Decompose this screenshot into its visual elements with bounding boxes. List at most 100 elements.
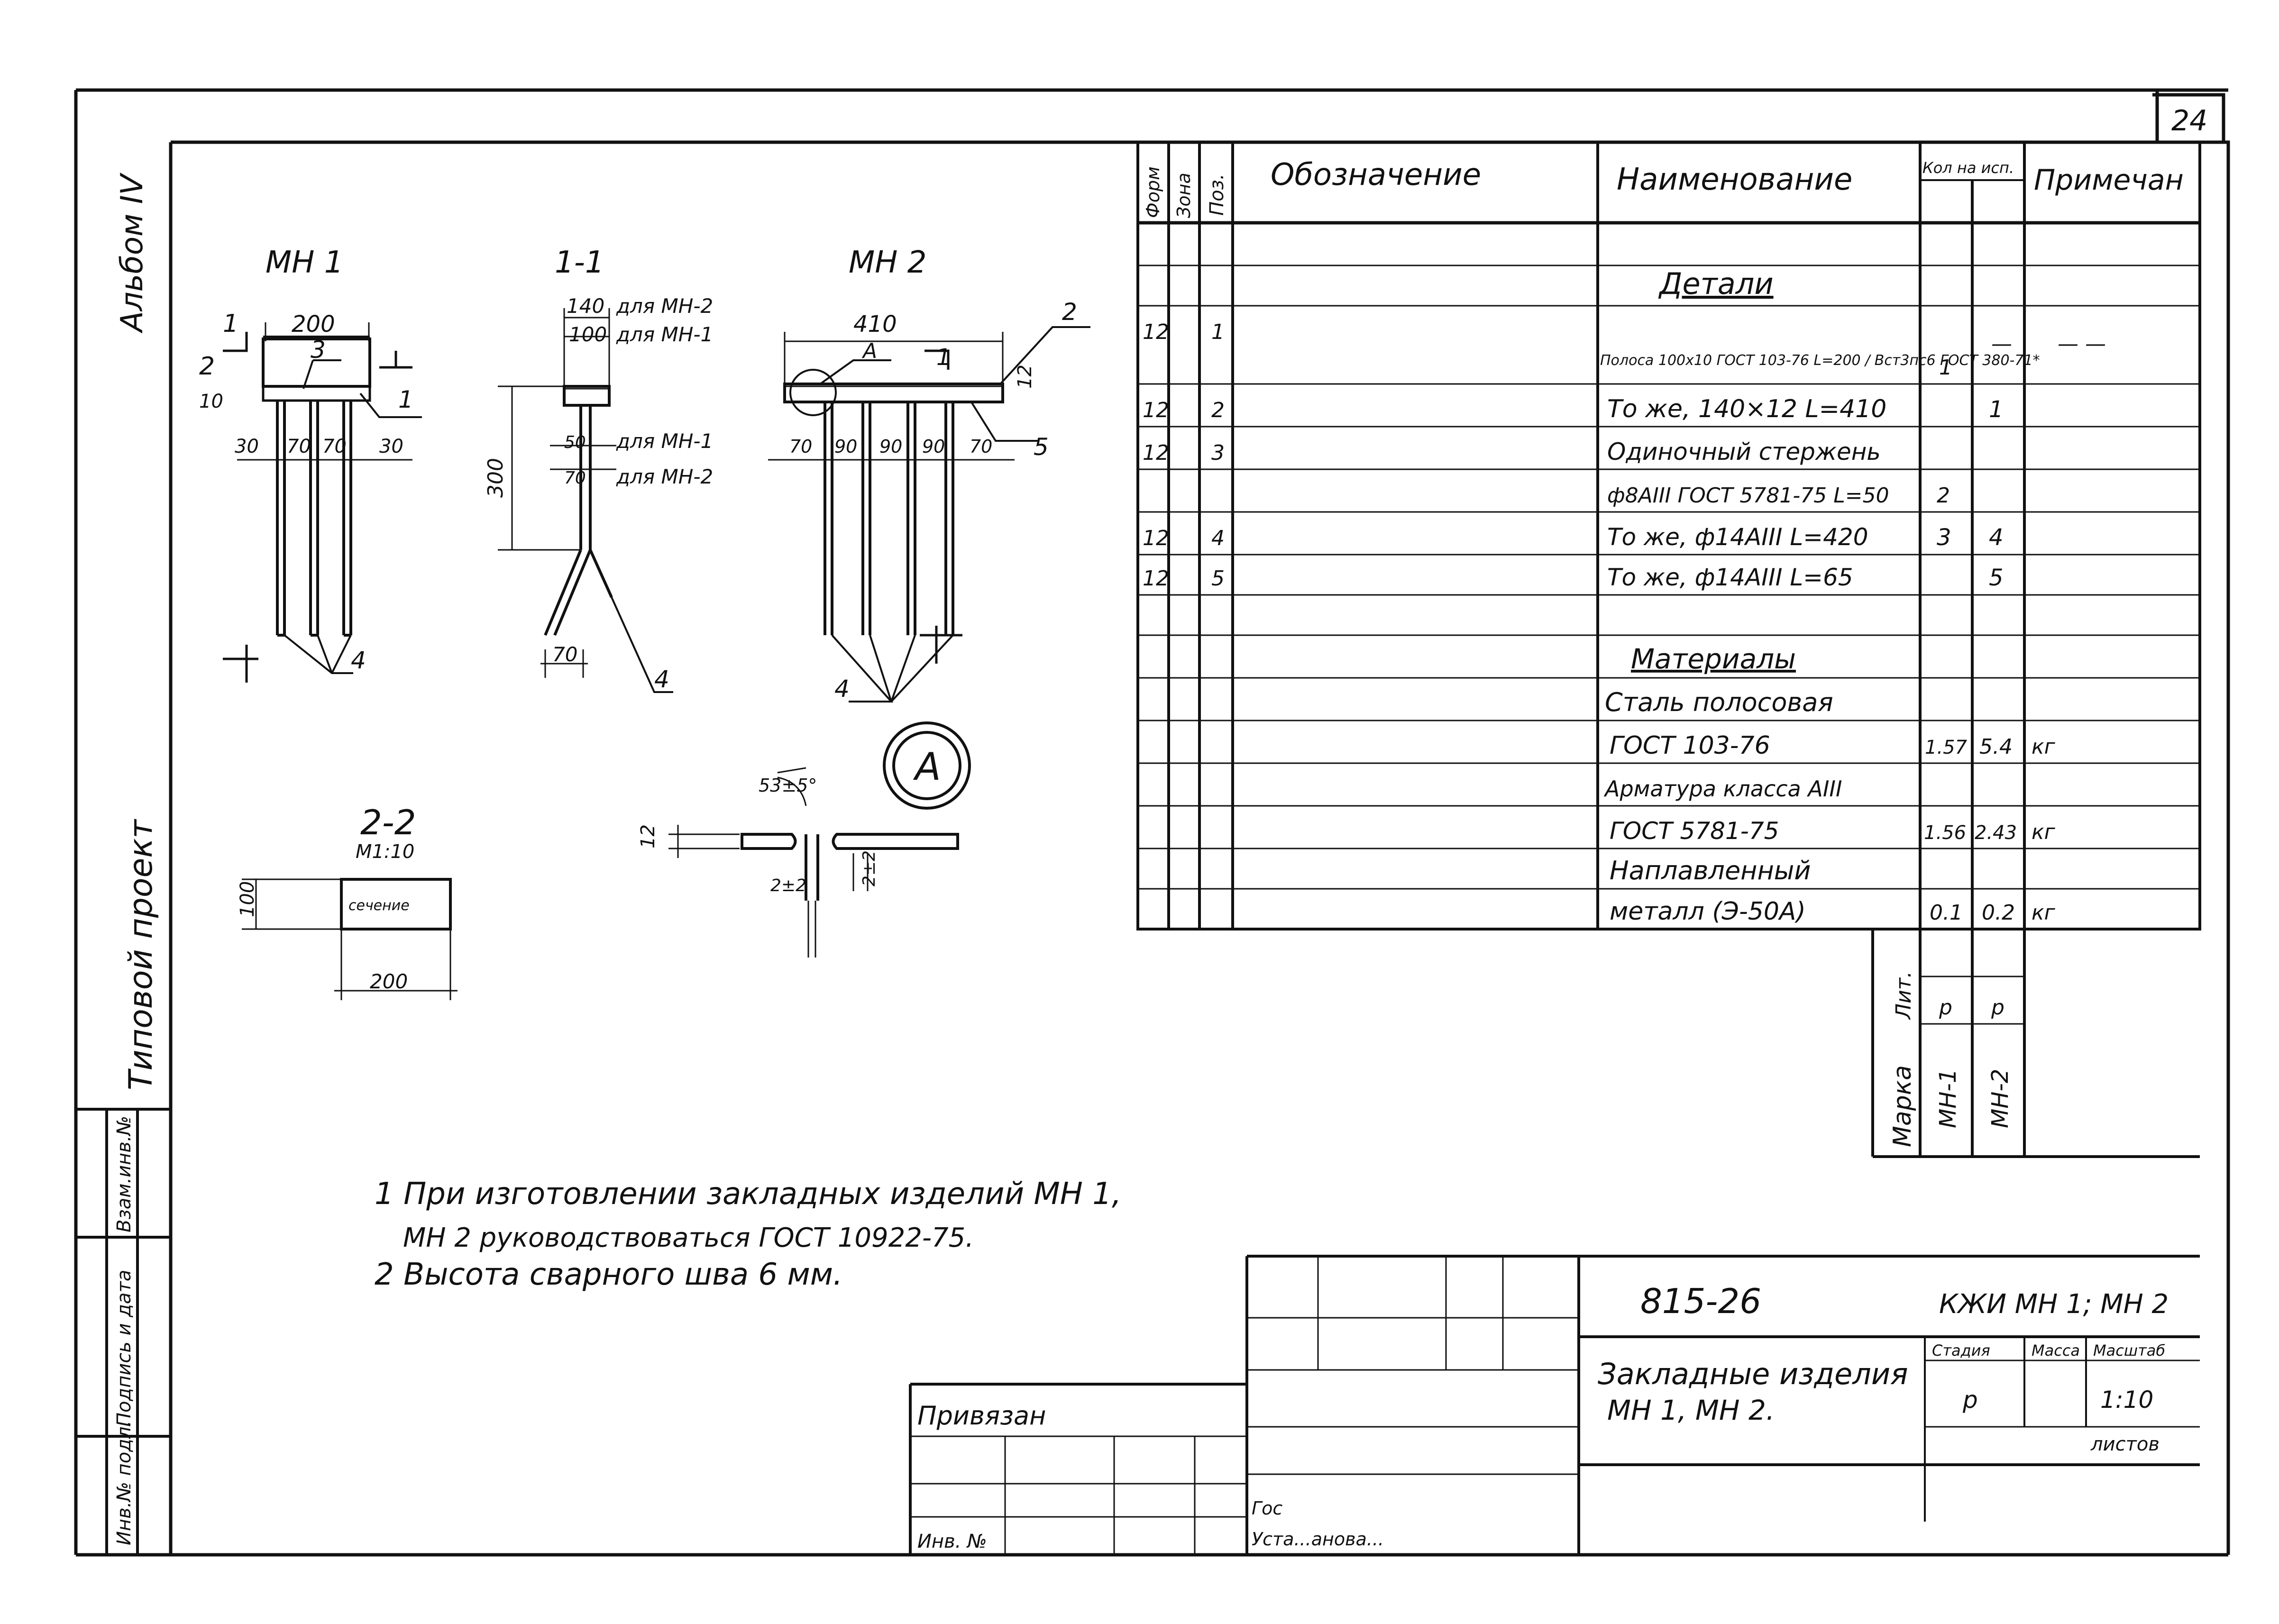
spec-row-12-q2: 2.43: [1975, 822, 2017, 844]
mark-block-mark-2: МН-2: [1987, 1069, 2014, 1128]
sec22-height: 100: [237, 881, 258, 917]
spec-header-pos: Поз.: [1206, 173, 1228, 216]
spec-header-zona: Зона: [1173, 173, 1194, 218]
mark-block-mark-1: МН-1: [1935, 1069, 1961, 1128]
spec-row-6-f: 12: [1143, 566, 1169, 591]
drawing-detail-a: А 53±5° 12 2±2 2±2: [637, 721, 971, 958]
stamp-col-2: Подпись и дата: [113, 1270, 135, 1427]
spec-header-form: Форм: [1143, 166, 1163, 218]
mn2-spacing-4: 90: [922, 436, 945, 457]
spec-row-6-name: То же, ф14АIII L=65: [1607, 564, 1853, 591]
note-line-1: 1 При изготовлении закладных изделий МН …: [375, 1177, 1121, 1212]
spec-row-2-f: 12: [1143, 398, 1169, 422]
title-col-stage: Стадия: [1932, 1341, 1990, 1359]
sec11-dim-140: 140: [567, 294, 604, 318]
spec-row-10-q2: 5.4: [1979, 735, 2013, 759]
spec-row-5-pos: 4: [1211, 526, 1225, 550]
spec-row-1-note: — —: [2058, 332, 2106, 356]
spec-row-1-q2: —: [1991, 332, 2012, 356]
mark-block-mark-label: Марка: [1888, 1065, 1917, 1147]
title-block: 815-26 КЖИ МН 1; МН 2 Закладные изделия …: [909, 1255, 2200, 1555]
sec11-title: 1-1: [555, 245, 604, 280]
spec-row-1-f: 12: [1143, 320, 1169, 344]
sec11-dim-50: 50: [564, 433, 586, 452]
mn2-thick-label: 12: [1014, 365, 1036, 389]
mn2-cut-mark: 1: [936, 344, 951, 371]
note-line-2: МН 2 руководствоваться ГОСТ 10922-75.: [403, 1223, 974, 1253]
sec11-dim-70: 70: [564, 468, 586, 488]
title-doc-code: КЖИ МН 1; МН 2: [1939, 1289, 2169, 1320]
mn1-title: МН 1: [265, 245, 343, 280]
spec-header-designation: Обозначение: [1271, 157, 1481, 192]
sec11-note-mn2-top: для МН-2: [616, 294, 713, 318]
detail-a-mark: А: [913, 745, 941, 789]
spec-row-5-f: 12: [1143, 526, 1169, 550]
page-number: 24: [2171, 104, 2207, 137]
mn1-callout-4: 4: [351, 647, 366, 674]
drawing-mn2: МН 2 410 А 1 2 12 5 4 70 90: [768, 245, 1090, 703]
title-signature-2: Уста...анова...: [1252, 1529, 1384, 1550]
mark-block-lit-1: р: [1939, 995, 1952, 1020]
title-code: 815-26: [1640, 1281, 1761, 1321]
spec-row-3-f: 12: [1143, 441, 1169, 465]
spec-row-2-pos: 2: [1211, 398, 1225, 422]
spec-row-3-name: Одиночный стержень: [1607, 438, 1881, 465]
mn1-spacing-1: 30: [235, 436, 259, 457]
mark-block-lit-label: Лит.: [1892, 971, 1916, 1020]
mn1-width-label: 200: [292, 311, 335, 338]
spec-header-name: Наименование: [1617, 162, 1852, 197]
mn2-spacing-2: 90: [834, 436, 857, 457]
album-label: Альбом IV: [115, 172, 150, 334]
spec-row-1-pos: 1: [1211, 320, 1225, 344]
side-strip: Альбом IV Типовой проект Взам.инв.№ Подп…: [76, 172, 171, 1555]
note-line-3: 2 Высота сварного шва 6 мм.: [375, 1257, 842, 1292]
title-signature-1: Гос: [1252, 1498, 1282, 1519]
mn1-callout-3: 3: [311, 336, 326, 364]
spec-header-note: Примечан: [2034, 164, 2184, 197]
spec-row-11-name: Арматура класса АIII: [1603, 776, 1842, 802]
drawing-mn1: МН 1 200 2 1 10 3 1 4 30 70: [199, 245, 422, 683]
sec22-scale: М1:10: [356, 841, 414, 863]
spec-row-1-name: Полоса 100х10 ГОСТ 103-76 L=200 / Вст3пс…: [1600, 352, 2040, 369]
mn1-spacing-2: 70: [287, 436, 311, 457]
spec-header-qty: Кол на исп.: [1922, 159, 2014, 177]
spec-row-5-q1: 3: [1937, 524, 1951, 551]
spec-row-14-q1: 0.1: [1930, 901, 1963, 925]
sec22-inner: сечение: [348, 897, 410, 914]
spec-row-8-name: Материалы: [1631, 643, 1796, 675]
spec-row-2-q2: 1: [1989, 396, 2004, 423]
mn2-spacing-5: 70: [970, 436, 992, 457]
sec11-dim-100: 100: [569, 323, 607, 346]
mn1-section-mark: 2: [199, 352, 215, 381]
spec-row-5-name: То же, ф14АIII L=420: [1607, 523, 1868, 551]
spec-row-14-note: кг: [2032, 901, 2056, 925]
mn1-callout-1: 1: [398, 386, 413, 413]
mn2-width-label: 410: [853, 311, 897, 338]
sec11-dim-300: 300: [484, 458, 508, 498]
stamp-col-3: Инв.№ подл.: [113, 1421, 135, 1545]
detail-a-gap-1: 2±2: [770, 876, 806, 895]
notes: 1 При изготовлении закладных изделий МН …: [375, 1177, 1121, 1292]
spec-row-14-name: металл (Э-50А): [1610, 897, 1806, 926]
spec-row-13-name: Наплавленный: [1610, 856, 1811, 885]
sheet-frame: [74, 88, 2230, 1557]
title-line-2: МН 1, МН 2.: [1607, 1394, 1775, 1426]
mn1-spacing-3: 70: [322, 436, 347, 457]
mn2-callout-4: 4: [834, 675, 850, 703]
drawing-section-1-1: 1-1 140 для МН-2 100 для МН-1 50 для МН-…: [484, 245, 713, 693]
spec-row-6-pos: 5: [1211, 566, 1225, 591]
sec11-dim-70-bottom: 70: [552, 643, 577, 666]
spec-row-10-q1: 1.57: [1925, 737, 1968, 758]
mn2-spacing-3: 90: [879, 436, 902, 457]
mn2-detail-mark: А: [861, 339, 877, 363]
title-col-mass: Масса: [2032, 1341, 2080, 1359]
title-sheets-label: листов: [2090, 1433, 2160, 1455]
title-col-scale: Масштаб: [2093, 1341, 2165, 1359]
spec-row-6-q2: 5: [1989, 565, 2004, 591]
mn2-callout-5: 5: [1034, 433, 1049, 461]
title-line-1: Закладные изделия: [1598, 1357, 1908, 1391]
spec-row-4-name: ф8АIII ГОСТ 5781-75 L=50: [1607, 484, 1889, 508]
spec-row-1-q1: 1: [1939, 356, 1952, 380]
spec-row-9-name: Сталь полосовая: [1605, 687, 1833, 717]
sec11-note-mn1-top: для МН-1: [616, 323, 713, 346]
